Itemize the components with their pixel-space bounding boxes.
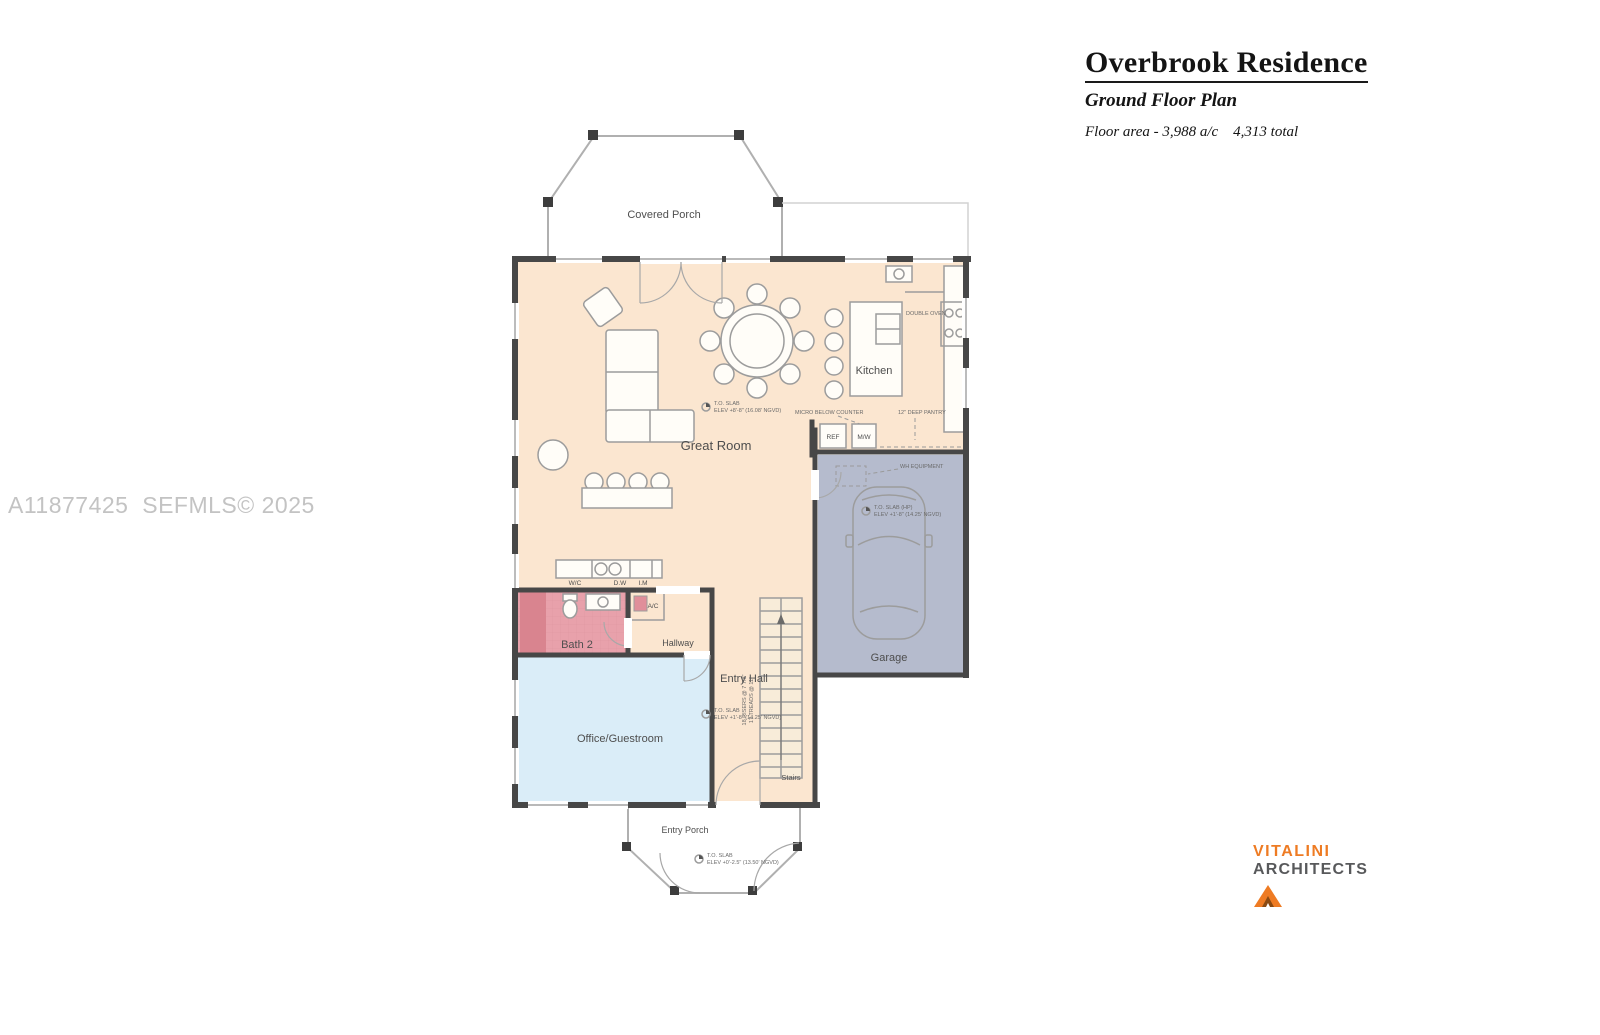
label-im: I.M	[638, 580, 647, 587]
label-garage: Garage	[871, 652, 908, 664]
label-dw: D.W	[614, 580, 628, 587]
label-mw: M/W	[857, 434, 871, 441]
slab-markers	[694, 402, 871, 864]
kitchen-sink-icon	[885, 265, 913, 283]
fridge-icon	[819, 423, 847, 449]
label-entry-hall: Entry Hall	[720, 673, 768, 685]
architect-logo: VITALINI ARCHITECTS	[1253, 843, 1368, 913]
patio-outline	[782, 202, 969, 259]
vanity-icon	[585, 593, 621, 611]
great-room-furniture	[537, 286, 695, 509]
label-office: Office/Guestroom	[577, 733, 663, 745]
title-block: Overbrook Residence Ground Floor Plan Fl…	[1085, 46, 1368, 141]
shower-fill	[520, 592, 546, 653]
label-ref: REF	[827, 434, 840, 441]
entry-porch-outline	[622, 805, 802, 895]
dining-set	[699, 283, 815, 399]
floor-area-note: Floor area - 3,988 a/c 4,313 total	[1085, 124, 1299, 140]
console-table-icon	[581, 487, 673, 509]
covered-porch-outline	[543, 130, 783, 262]
annotation-labels: DOUBLE OVEN MICRO BELOW COUNTER 12" DEEP…	[569, 311, 946, 866]
laundry-fixtures	[555, 559, 663, 579]
label-slab-great-2: ELEV +8'-8" (16.08' NGVD)	[714, 408, 781, 414]
label-slab-entry-2: ELEV +1'-8" (14.25' NGVD)	[714, 715, 781, 721]
logo-type: ARCHITECTS	[1253, 861, 1369, 879]
label-stair-note-1: 18 RISERS @ 7 7/8"	[742, 674, 748, 725]
microwave-icon	[851, 423, 877, 449]
label-micro-below-counter: MICRO BELOW COUNTER	[795, 410, 863, 416]
label-wc: W/C	[569, 580, 582, 587]
dining-table-icon	[720, 304, 794, 378]
label-slab-garage-2: ELEV +1'-8" (14.25' NGVD)	[874, 512, 941, 518]
mls-watermark: A11877425 SEFMLS© 2025	[8, 492, 315, 518]
toilet-icon	[562, 599, 578, 619]
logo-name: VITALINI	[1253, 843, 1331, 860]
label-kitchen: Kitchen	[856, 365, 893, 377]
page-title: Overbrook Residence	[1085, 46, 1368, 83]
ac-unit-icon	[633, 595, 648, 612]
label-stair-note-2: 17 TREADS @ 11"	[749, 677, 755, 723]
plan-subtitle: Ground Floor Plan	[1085, 90, 1238, 111]
label-hallway: Hallway	[662, 638, 694, 648]
label-slab-entry-1: T.O. SLAB	[714, 708, 740, 714]
label-slab-great-1: T.O. SLAB	[714, 401, 740, 407]
label-great-room: Great Room	[681, 438, 752, 453]
label-double-oven: DOUBLE OVEN	[906, 311, 946, 317]
door-openings	[624, 254, 819, 809]
label-deep-pantry: 12" DEEP PANTRY	[898, 410, 946, 416]
kitchen-fixtures	[819, 265, 968, 449]
room-labels: Covered Porch Great Room Kitchen Garage …	[561, 209, 907, 835]
label-stairs: Stairs	[781, 773, 800, 782]
label-slab-garage-1: T.O. SLAB (HP)	[874, 505, 913, 511]
garage-contents	[814, 465, 933, 640]
label-entry-porch: Entry Porch	[661, 825, 708, 835]
logo-mark-icon	[1253, 884, 1368, 913]
label-wh-equipment: WH EQUIPMENT	[900, 464, 944, 470]
round-chair-icon	[537, 439, 569, 471]
label-slab-porch-1: T.O. SLAB	[707, 853, 733, 859]
garage-fill	[818, 455, 966, 675]
label-slab-porch-2: ELEV +0'-2.5" (13.50' NGVD)	[707, 860, 779, 866]
office-fill	[518, 655, 714, 805]
label-covered-porch: Covered Porch	[627, 209, 700, 221]
windows	[511, 255, 970, 809]
wh-equipment-icon	[835, 465, 867, 487]
car-icon	[845, 486, 933, 640]
label-ac: A/C	[648, 603, 659, 610]
label-bath2: Bath 2	[561, 639, 593, 651]
armchair-icon	[582, 286, 624, 328]
stairs-drawing	[759, 597, 803, 779]
